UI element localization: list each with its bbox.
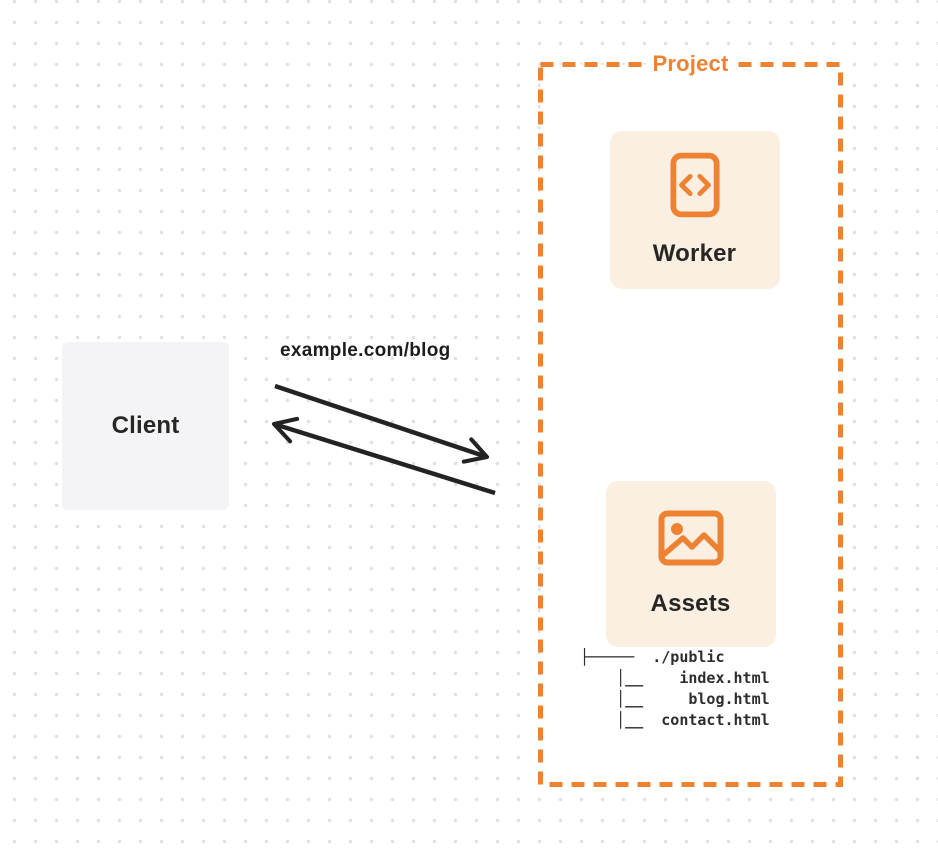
response-arrow bbox=[271, 416, 496, 496]
request-url-label: example.com/blog bbox=[280, 340, 451, 361]
project-title: Project bbox=[645, 51, 736, 77]
assets-label: Assets bbox=[650, 590, 731, 617]
project-group: Project Worker Assets ├───── ./public │_… bbox=[538, 51, 843, 787]
tree-line-contact: │__ contact.html bbox=[580, 711, 770, 729]
worker-node: Worker bbox=[609, 131, 780, 289]
assets-file-tree: ├───── ./public │__ index.html │__ blog.… bbox=[580, 647, 770, 731]
worker-label: Worker bbox=[652, 240, 737, 267]
request-arrow bbox=[274, 383, 490, 464]
image-icon bbox=[658, 510, 723, 566]
client-node: Client bbox=[62, 342, 229, 510]
assets-node: Assets bbox=[605, 481, 776, 647]
client-label: Client bbox=[111, 412, 180, 439]
code-document-icon bbox=[669, 152, 720, 218]
tree-line-index: │__ index.html bbox=[580, 669, 770, 687]
tree-line-public: ├───── ./public bbox=[580, 648, 725, 666]
tree-line-blog: │__ blog.html bbox=[580, 690, 770, 708]
